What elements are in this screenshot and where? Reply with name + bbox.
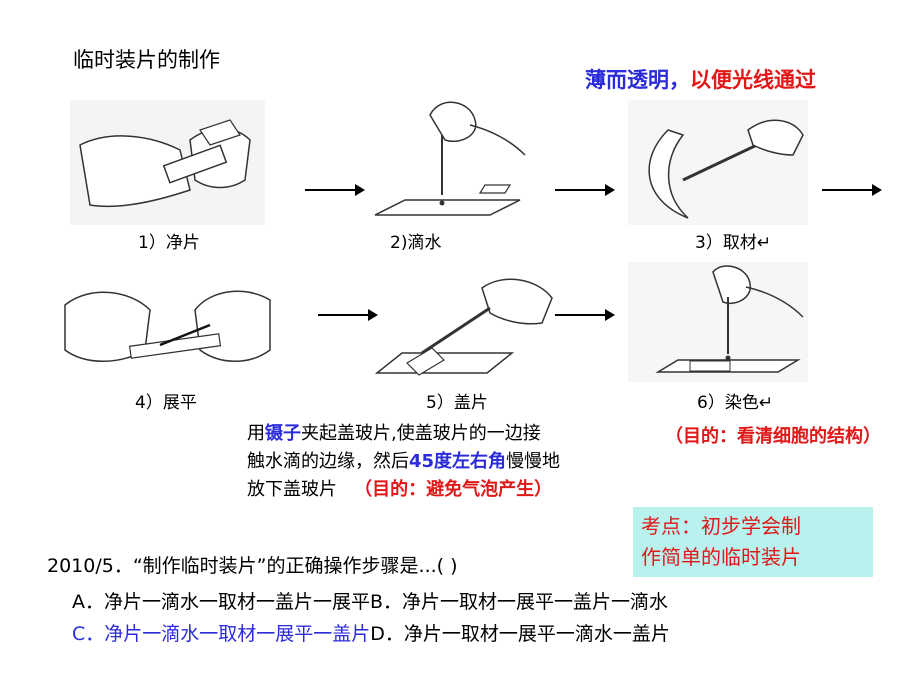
coverslip-description: 用镊子夹起盖玻片,使盖玻片的一边接 触水滴的边缘，然后45度左右角慢慢地 放下盖… — [247, 423, 561, 500]
page-title: 临时装片的制作 — [73, 48, 220, 72]
caption-step-1: 1）净片 — [138, 233, 200, 253]
figure-take-material — [628, 100, 808, 225]
figure-stain — [628, 262, 808, 382]
arrow-icon — [305, 184, 365, 196]
top-note: 薄而透明，以便光线通过 — [585, 64, 816, 94]
angle-highlight: 45度左右角 — [409, 451, 507, 472]
arrow-icon — [555, 184, 615, 196]
caption-step-2: 2)滴水 — [390, 233, 442, 253]
question-text: 2010/5．“制作临时装片”的正确操作步骤是...( ) — [47, 555, 458, 577]
exam-point-box: 考点：初步学会制 作简单的临时装片 — [633, 507, 873, 577]
options-c-d: C．净片一滴水一取材一展平一盖片D．净片一取材一展平一滴水一盖片 — [72, 619, 670, 646]
caption-step-6: 6）染色↵ — [697, 393, 774, 413]
top-note-part2: 以便光线通过 — [690, 68, 816, 92]
caption-step-4: 4）展平 — [135, 393, 197, 413]
goal-avoid-bubbles: （目的：避免气泡产生） — [354, 479, 553, 500]
arrow-icon — [318, 309, 378, 321]
arrow-icon — [555, 309, 615, 321]
option-d: D．净片一取材一展平一滴水一盖片 — [370, 623, 670, 645]
figure-clean-slide — [70, 100, 265, 225]
top-note-part1: 薄而透明， — [585, 68, 690, 92]
figure-cover-slip — [374, 278, 553, 376]
caption-step-3: 3）取材↵ — [695, 233, 772, 253]
option-c-correct: C．净片一滴水一取材一展平一盖片 — [72, 623, 371, 645]
figure-drop-water — [374, 101, 526, 216]
figure-flatten — [64, 290, 271, 362]
exam-point-line2: 作简单的临时装片 — [641, 545, 801, 569]
tweezers-highlight: 镊子 — [265, 423, 301, 444]
exam-point-line1: 考点：初步学会制 — [641, 514, 801, 538]
arrow-icon — [822, 184, 882, 196]
options-a-b: A．净片一滴水一取材一盖片一展平B．净片一取材一展平一盖片一滴水 — [72, 591, 669, 613]
goal-stain: （目的：看清细胞的结构） — [665, 426, 881, 447]
caption-step-5: 5）盖片 — [426, 393, 488, 413]
